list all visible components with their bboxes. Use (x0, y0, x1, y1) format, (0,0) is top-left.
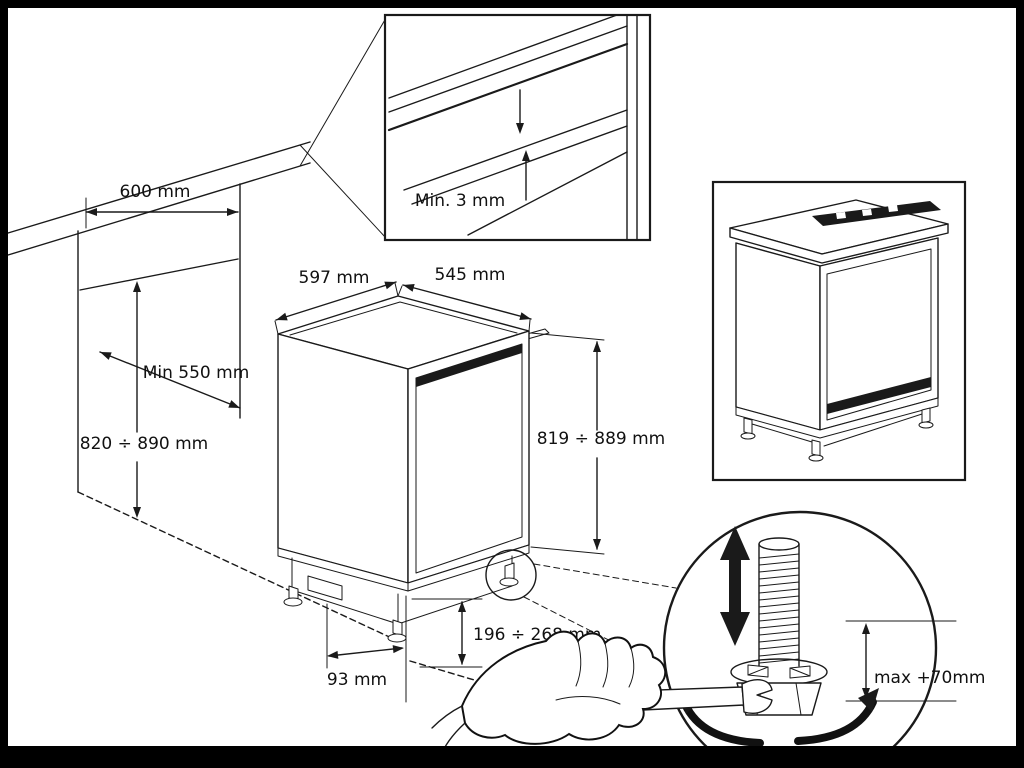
rotate-arrow-right-icon (794, 688, 879, 745)
worktop-gap-label: Min. 3 mm (415, 191, 505, 211)
niche-width-label: 600 mm (120, 182, 191, 202)
foot-callout-circle (485, 549, 537, 601)
gap-arrows (516, 89, 530, 201)
plinth-vent (307, 575, 343, 601)
plinth (283, 555, 519, 643)
inset-foot-right (921, 407, 931, 424)
inset-foot-front (811, 439, 821, 457)
worktop-edge (729, 223, 949, 264)
dim-foot-adjust: max +70mm (845, 620, 985, 702)
appliance-drawing: 597 mm 545 mm 819 ÷ 889 mm (274, 265, 677, 703)
appliance-height-label: 819 ÷ 889 mm (537, 429, 665, 449)
niche-depth-label: Min 550 mm (143, 363, 250, 383)
dim-niche-height: 820 ÷ 890 mm (80, 281, 208, 518)
inset-door (819, 237, 939, 431)
up-down-arrow-icon (720, 526, 750, 646)
niche-height-label: 820 ÷ 890 mm (80, 434, 208, 454)
dim-appliance-depth: 545 mm (397, 265, 532, 332)
dim-appliance-height: 819 ÷ 889 mm (530, 332, 665, 555)
foot-right (504, 562, 515, 582)
foot-flange (730, 658, 828, 686)
wrench-jaw (741, 679, 773, 714)
inset-handle-groove (827, 377, 931, 414)
threaded-screw (758, 537, 800, 667)
worktop-gap-inset: Min. 3 mm (383, 13, 652, 242)
dim-appliance-width: 597 mm (274, 268, 399, 335)
appliance-side-face (277, 333, 409, 584)
foot-adjustment-detail: max +70mm (431, 510, 985, 768)
inset-foot-left (743, 417, 753, 435)
dim-plinth-recess: 93 mm (326, 595, 407, 703)
dim-niche-width: 600 mm (85, 182, 239, 229)
floor-line (77, 491, 399, 642)
hand (431, 630, 667, 759)
inset-side-face (735, 242, 821, 431)
built-in-view-inset (711, 180, 967, 482)
vent-grille (812, 201, 941, 226)
appliance-width-label: 597 mm (299, 268, 370, 288)
foot-max-adjust-label: max +70mm (874, 668, 985, 688)
door-handle-groove (416, 344, 522, 387)
appliance-depth-label: 545 mm (435, 265, 506, 285)
dim-niche-depth: Min 550 mm (99, 351, 250, 409)
plinth-recess-label: 93 mm (327, 670, 387, 690)
